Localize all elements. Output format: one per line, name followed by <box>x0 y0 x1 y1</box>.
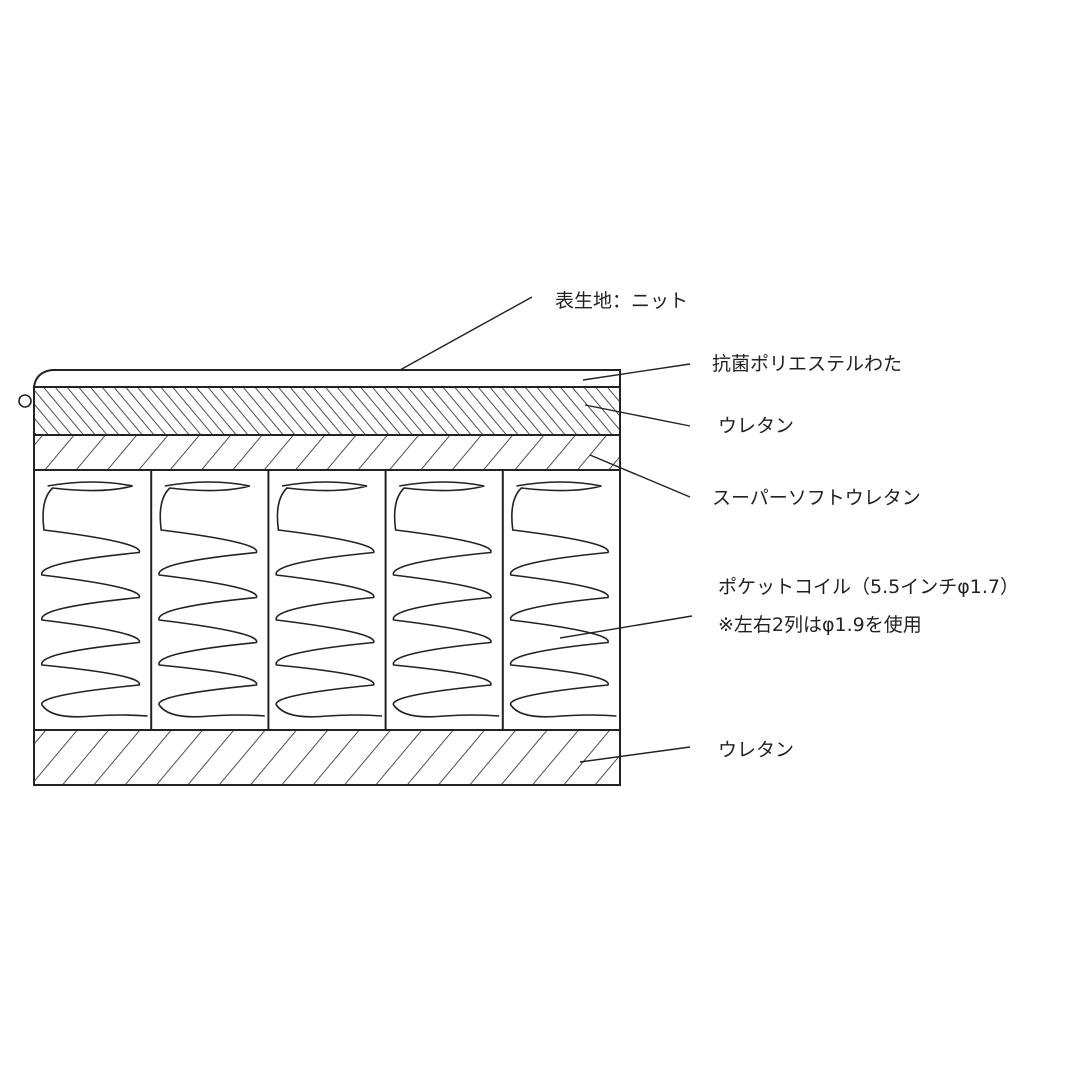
label-pocket-coil-note: ※左右2列はφ1.9を使用 <box>718 614 922 636</box>
leader-line-super-soft <box>589 454 691 498</box>
urethane-top-layer <box>33 386 621 436</box>
leader-line-cover <box>399 296 533 371</box>
pocket-coil-spring <box>392 481 500 718</box>
label-urethane-top: ウレタン <box>718 415 794 437</box>
pocket-coil-spring <box>509 481 617 718</box>
pocket-coil-spring <box>41 481 148 718</box>
leader-line-polyester <box>582 363 691 381</box>
label-urethane-bottom: ウレタン <box>718 739 794 761</box>
label-cover: 表生地：ニット <box>555 290 688 312</box>
leader-line-urethane-top <box>584 404 691 427</box>
cover-fabric-layer <box>32 369 621 388</box>
urethane-bottom-layer <box>33 729 621 786</box>
leader-line-pocket-coil <box>559 615 693 639</box>
edge-piping <box>18 394 32 408</box>
pocket-coil-spring <box>158 481 265 718</box>
super-soft-urethane-layer <box>33 434 621 471</box>
leader-line-urethane-bottom <box>579 746 691 763</box>
label-super-soft: スーパーソフトウレタン <box>712 487 921 509</box>
label-polyester: 抗菌ポリエステルわた <box>712 353 902 375</box>
pocket-coil-spring <box>275 481 383 718</box>
label-pocket-coil: ポケットコイル（5.5インチφ1.7） <box>718 576 1019 598</box>
